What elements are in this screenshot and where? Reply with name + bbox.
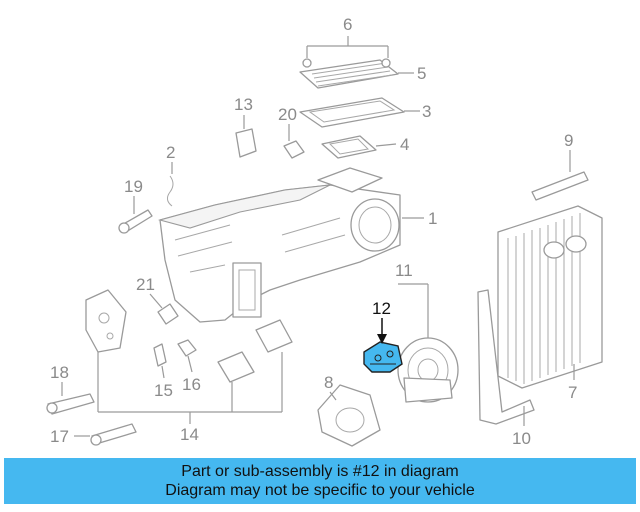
linkage-part-17 bbox=[90, 423, 137, 446]
callout-5: 5 bbox=[417, 64, 426, 83]
filter-frame-part bbox=[299, 97, 405, 128]
callout-13: 13 bbox=[234, 95, 253, 114]
banner-line-2: Diagram may not be specific to your vehi… bbox=[165, 482, 475, 499]
resistor-part-12-highlighted bbox=[363, 341, 403, 373]
callout-2: 2 bbox=[166, 143, 175, 162]
clip-right-part bbox=[381, 58, 391, 68]
actuator-bracket-part bbox=[85, 289, 127, 353]
parts-diagram: 6 5 3 4 13 20 2 9 19 1 11 21 12 8 7 18 1… bbox=[46, 15, 603, 448]
lever-part-19 bbox=[118, 209, 153, 234]
seal-gasket-part bbox=[321, 135, 377, 159]
connector-part-15 bbox=[153, 343, 167, 367]
actuator-part-21 bbox=[157, 303, 179, 325]
callout-18: 18 bbox=[50, 363, 69, 382]
callout-17: 17 bbox=[50, 427, 69, 446]
blower-housing-part-8 bbox=[317, 384, 381, 447]
heater-core-part-7 bbox=[497, 205, 603, 389]
callout-12: 12 bbox=[372, 299, 391, 318]
connector-part-16 bbox=[177, 339, 197, 357]
linkage-part-18 bbox=[46, 393, 95, 415]
heater-box-housing bbox=[157, 167, 401, 323]
callout-11: 11 bbox=[395, 261, 413, 280]
callout-15: 15 bbox=[154, 381, 173, 400]
callout-21: 21 bbox=[136, 275, 155, 294]
blower-motor-part-11 bbox=[397, 337, 459, 403]
callout-8: 8 bbox=[324, 373, 333, 392]
callout-1: 1 bbox=[428, 209, 437, 228]
sensor-part-20 bbox=[283, 140, 305, 159]
leader-lines bbox=[61, 36, 575, 437]
module-part-b bbox=[255, 319, 293, 353]
banner-line-1: Part or sub-assembly is #12 in diagram bbox=[181, 463, 459, 480]
callout-6: 6 bbox=[343, 15, 352, 34]
callout-10: 10 bbox=[512, 429, 531, 448]
callout-7: 7 bbox=[568, 383, 577, 402]
callout-14: 14 bbox=[180, 425, 199, 444]
clip-part-2 bbox=[166, 175, 174, 207]
callout-4: 4 bbox=[400, 135, 409, 154]
callout-9: 9 bbox=[564, 131, 573, 150]
filter-cover-part bbox=[299, 59, 399, 89]
info-banner: Part or sub-assembly is #12 in diagram D… bbox=[4, 458, 636, 504]
callout-19: 19 bbox=[124, 177, 143, 196]
callout-20: 20 bbox=[278, 105, 297, 124]
callout-3: 3 bbox=[422, 102, 431, 121]
callout-16: 16 bbox=[182, 375, 201, 394]
seal-frame-part-10 bbox=[477, 289, 535, 425]
foam-strip-part-9 bbox=[531, 171, 589, 201]
clip-left-part bbox=[302, 58, 312, 68]
small-bracket-part-13 bbox=[235, 128, 257, 158]
module-part-a bbox=[217, 351, 255, 383]
